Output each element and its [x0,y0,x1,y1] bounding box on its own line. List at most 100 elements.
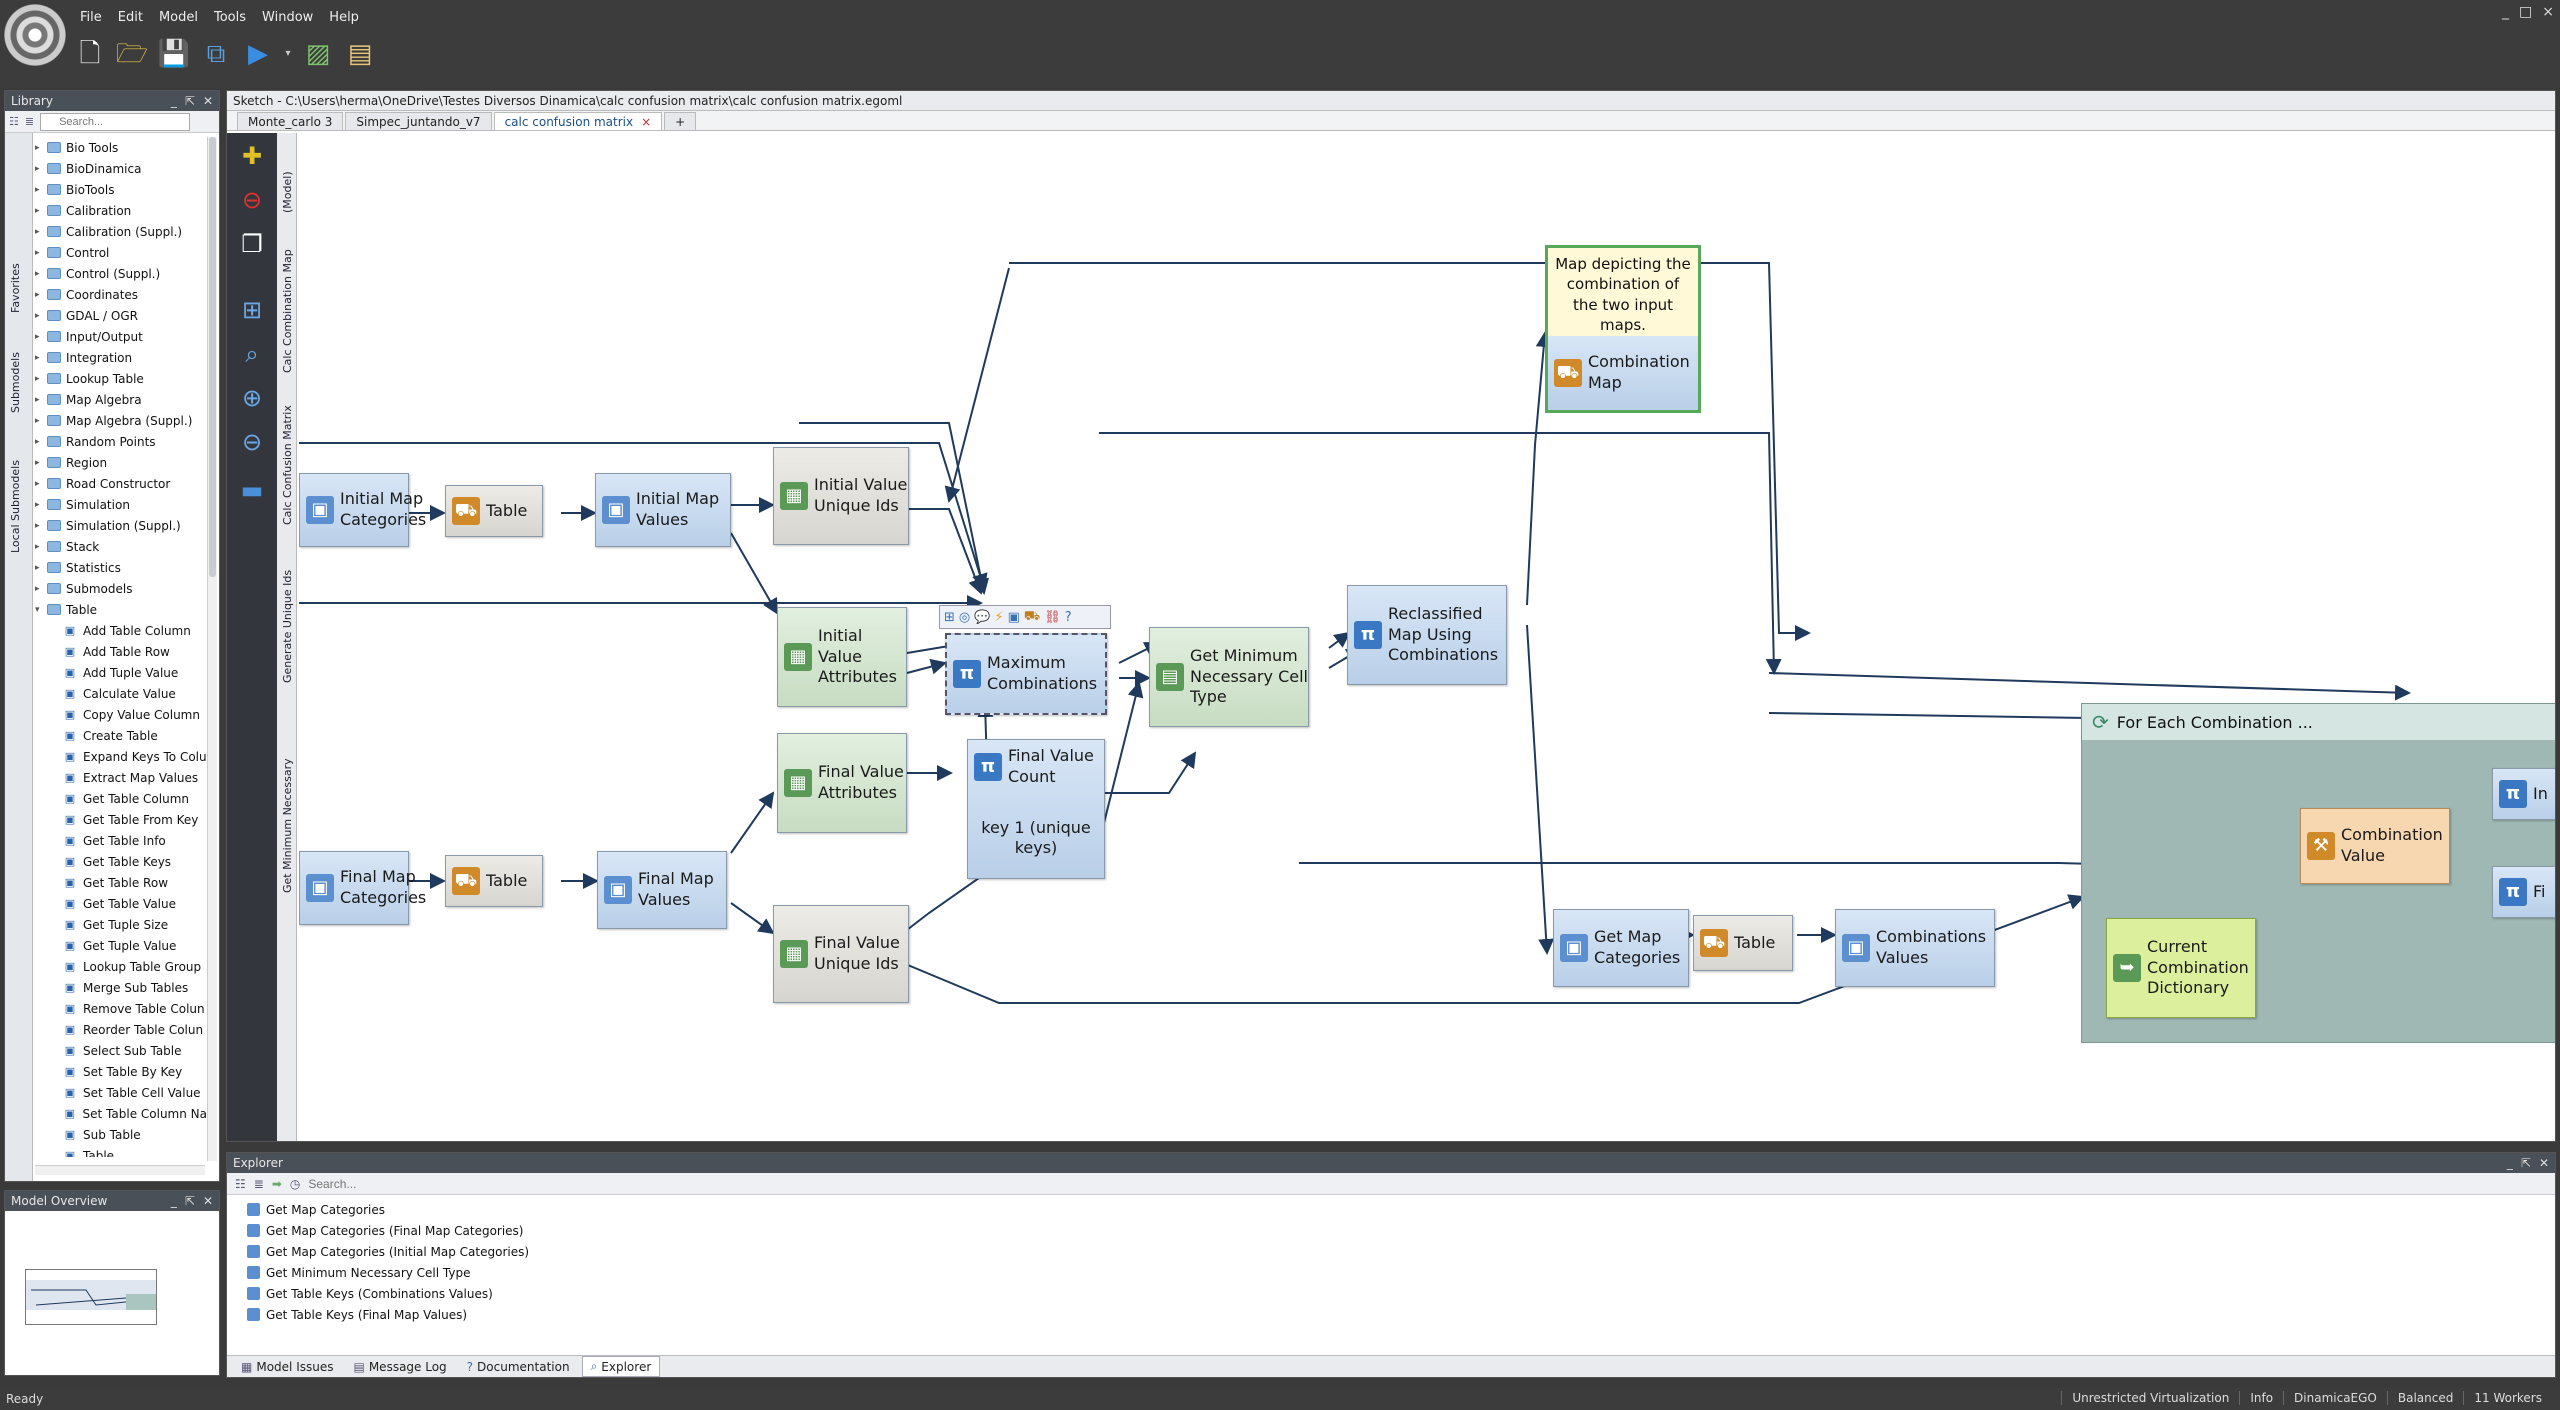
container-icon[interactable]: ▬ [240,476,264,504]
explorer-search-input[interactable] [308,1174,609,1193]
library-item[interactable]: ▣Set Table Column Na [35,1103,207,1124]
add-icon[interactable]: ⊞ [944,609,955,625]
add-tab-button[interactable]: + [664,112,697,130]
library-item[interactable]: ▣Get Table Column [35,788,207,809]
close-panel-button[interactable]: ✕ [202,94,213,108]
library-item[interactable]: ▣Copy Value Column [35,704,207,725]
library-item[interactable]: ▣Get Table Value [35,893,207,914]
side-tab-local-submodels[interactable]: Local Submodels [9,460,22,553]
chevron-right-icon[interactable]: ▸ [35,184,40,195]
status-app[interactable]: DinamicaEGO [2283,1391,2387,1405]
library-category[interactable]: ▸GDAL / OGR [35,305,207,326]
explorer-item[interactable]: Get Table Keys (Combinations Values) [247,1283,529,1304]
library-category[interactable]: ▸BioTools [35,179,207,200]
node-combination-map[interactable]: ⛟Combination Map [1548,336,1698,410]
node-table-1[interactable]: ⛟Table [445,485,543,537]
chevron-right-icon[interactable]: ▸ [35,310,40,321]
add-functor-icon[interactable]: ✚ [241,142,263,170]
menu-file[interactable]: File [80,10,102,25]
library-item[interactable]: ▣Add Table Column [35,620,207,641]
library-item[interactable]: ▣Expand Keys To Colu [35,746,207,767]
chevron-right-icon[interactable]: ▸ [35,394,40,405]
close-tab-icon[interactable]: × [641,114,652,129]
chevron-right-icon[interactable]: ▸ [35,541,40,552]
library-category[interactable]: ▸Coordinates [35,284,207,305]
tab-simpec[interactable]: Simpec_juntando_v7 [345,112,492,130]
node-final-map-values[interactable]: ▣Final Map Values [597,851,727,929]
library-hscrollbar[interactable] [35,1165,205,1175]
library-item[interactable]: ▣Get Tuple Size [35,914,207,935]
overview-viewport[interactable] [25,1269,157,1325]
chevron-right-icon[interactable]: ▸ [35,163,40,174]
vtab-generate-unique-ids[interactable]: Generate Unique Ids [281,569,294,683]
library-category[interactable]: ▸Bio Tools [35,137,207,158]
combination-map-group[interactable]: Map depicting the combination of the two… [1545,245,1701,413]
status-info[interactable]: Info [2239,1391,2283,1405]
chevron-right-icon[interactable]: ▸ [35,268,40,279]
node-get-minimum-necessary-cell-type[interactable]: ▤Get Minimum Necessary Cell Type [1149,627,1309,727]
library-category[interactable]: ▸Region [35,452,207,473]
library-category[interactable]: ▸Lookup Table [35,368,207,389]
chevron-right-icon[interactable]: ▸ [35,457,40,468]
scroll-thumb[interactable] [209,137,216,577]
chevron-right-icon[interactable]: ▸ [35,352,40,363]
zoom-in-icon[interactable]: ⊕ [241,384,263,412]
library-item[interactable]: ▣Lookup Table Group [35,956,207,977]
tab-message-log[interactable]: ▤Message Log [345,1358,454,1376]
node-initial-value-attributes[interactable]: ▦Initial Value Attributes [777,607,907,707]
status-virtualization[interactable]: Unrestricted Virtualization [2061,1391,2239,1405]
library-category[interactable]: ▸Map Algebra (Suppl.) [35,410,207,431]
node-final-map-categories[interactable]: ▣Final Map Categories [299,851,426,925]
library-item[interactable]: ▣Add Table Row [35,641,207,662]
comment-icon[interactable]: 💬 [974,609,991,625]
chevron-right-icon[interactable]: ▸ [35,373,40,384]
library-item[interactable]: ▣Add Tuple Value [35,662,207,683]
node-table-3[interactable]: ⛟Table [1693,915,1793,971]
pin-icon[interactable]: ⇱ [184,1194,195,1208]
chevron-right-icon[interactable]: ▸ [35,415,40,426]
library-category[interactable]: ▸Control [35,242,207,263]
list-view-icon[interactable]: ≣ [24,115,35,128]
library-category[interactable]: ▸Map Algebra [35,389,207,410]
truck-icon[interactable]: ⛟ [1023,608,1041,624]
library-item[interactable]: ▣Get Table Row [35,872,207,893]
chevron-right-icon[interactable]: ▸ [35,436,40,447]
node-initial-map-categories[interactable]: ▣Initial Map Categories [299,473,426,547]
menu-model[interactable]: Model [158,10,198,25]
library-category[interactable]: ▸Calibration [35,200,207,221]
library-category[interactable]: ▸Submodels [35,578,207,599]
link-icon[interactable]: ⛓ [1044,609,1061,625]
status-workers[interactable]: 11 Workers [2463,1391,2552,1405]
cube-icon[interactable]: ▣ [1007,609,1020,625]
lightning-icon[interactable]: ⚡ [994,609,1004,625]
library-category[interactable]: ▸Input/Output [35,326,207,347]
library-item[interactable]: ▣Remove Table Colun [35,998,207,1019]
explorer-item[interactable]: Get Table Keys (Final Map Values) [247,1304,529,1325]
menu-window[interactable]: Window [262,10,314,25]
chevron-right-icon[interactable]: ▸ [35,247,40,258]
chevron-right-icon[interactable]: ▸ [35,562,40,573]
minimize-panel-button[interactable]: _ [170,94,177,108]
library-item[interactable]: ▣Set Table Cell Value [35,1082,207,1103]
maximize-button[interactable]: □ [2519,4,2533,20]
status-balanced[interactable]: Balanced [2386,1391,2463,1405]
node-current-combination-dictionary[interactable]: ➥Current Combination Dictionary [2106,918,2256,1018]
library-item[interactable]: ▣Get Table Keys [35,851,207,872]
save-button[interactable]: 💾 [156,36,192,72]
pin-icon[interactable]: ⇱ [2520,1156,2531,1170]
help-icon[interactable]: ? [1064,609,1072,625]
node-initial-value-unique-ids[interactable]: ▦Initial Value Unique Ids [773,447,909,545]
target-icon[interactable]: ◎ [958,609,971,625]
library-item[interactable]: ▣Sub Table [35,1124,207,1145]
library-item[interactable]: ▣Extract Map Values [35,767,207,788]
node-initial-map-values[interactable]: ▣Initial Map Values [595,473,731,547]
library-item[interactable]: ▣Table [35,1145,207,1158]
node-get-map-categories[interactable]: ▣Get Map Categories [1553,909,1689,987]
explorer-item[interactable]: Get Minimum Necessary Cell Type [247,1262,529,1283]
save-all-button[interactable]: ⧉ [198,36,234,72]
tree-view-icon[interactable]: ☷ [9,115,19,128]
run-options-dropdown[interactable]: ▾ [282,36,294,72]
close-panel-button[interactable]: ✕ [202,1194,213,1208]
